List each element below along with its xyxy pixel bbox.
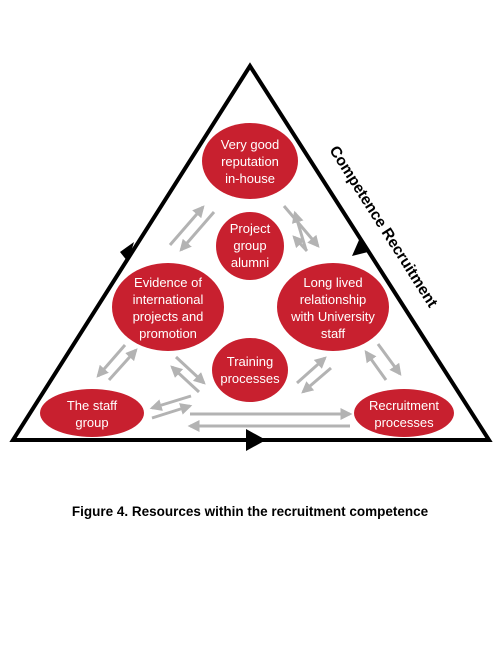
arrow-training-to-evidence [170,365,201,394]
arrow-evidence-to-staff [96,344,127,378]
node-evidence: Evidence of international projects and p… [112,263,224,351]
node-staff-group-line-1: The staff [67,398,118,413]
arrow-staff-to-evidence [107,348,138,382]
arrow-relationship-to-training [301,366,332,394]
node-reputation-line-3: in-house [225,171,275,186]
node-relationship-line-2: relationship [300,292,367,307]
right-edge-arrow-icon [352,240,368,256]
node-relationship-line-1: Long lived [303,275,362,290]
node-project-group-line-2: group [233,238,266,253]
node-evidence-line-3: projects and [133,309,204,324]
node-recruitment-line-2: processes [374,415,434,430]
node-recruitment: Recruitment processes [354,389,454,437]
connector-arrows [96,205,402,432]
node-recruitment-line-1: Recruitment [369,398,439,413]
node-project-group-line-1: Project [230,221,271,236]
node-reputation-line-1: Very good [221,137,280,152]
arrow-training-to-staff [149,394,192,411]
arrow-evidence-to-training [174,355,206,385]
arrow-staff-to-training [151,403,193,420]
node-reputation: Very good reputation in-house [202,123,298,199]
figure-caption: Figure 4. Resources within the recruitme… [71,504,429,519]
node-relationship: Long lived relationship with University … [277,263,389,351]
node-project-group-line-3: alumni [231,255,269,270]
arrow-reputation-to-evidence [179,211,216,252]
node-training: Training processes [212,338,288,402]
arrow-evidence-to-reputation [168,205,205,246]
node-relationship-line-3: with University [290,309,375,324]
node-reputation-line-2: reputation [221,154,279,169]
node-relationship-line-4: staff [321,326,346,341]
node-training-line-1: Training [227,354,273,369]
node-evidence-line-2: international [133,292,204,307]
left-edge-arrow-icon [120,242,134,262]
arrow-training-to-relationship [296,356,327,385]
node-evidence-line-4: promotion [139,326,197,341]
arrow-recruitment-to-relationship [364,350,388,381]
bottom-edge-arrow-icon [246,429,266,451]
node-staff-group: The staff group [40,389,144,437]
node-project-group: Project group alumni [216,212,284,280]
node-training-line-2: processes [220,371,280,386]
arrow-reputation-to-relationship [282,205,320,248]
node-evidence-line-1: Evidence of [134,275,202,290]
node-staff-group-line-2: group [75,415,108,430]
arrow-relationship-to-recruitment [376,343,402,376]
